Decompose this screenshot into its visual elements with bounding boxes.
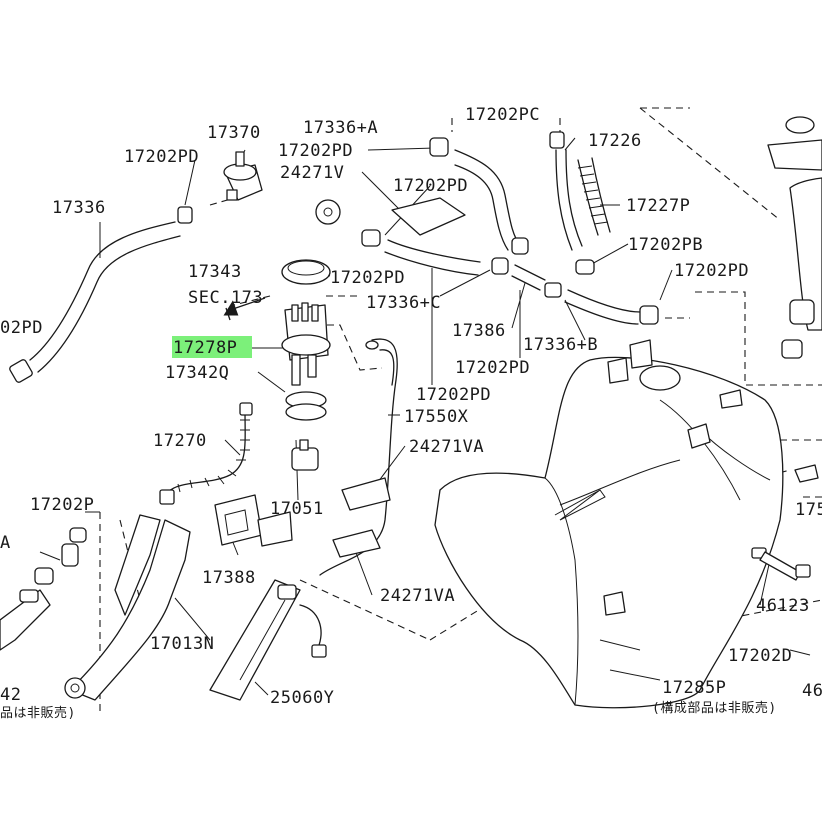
fuel-tank-17202 — [434, 339, 819, 709]
label-17202pd-5: 17202PD — [674, 261, 749, 281]
tube-17550x — [319, 338, 398, 576]
label-17343: 17343 — [188, 262, 242, 282]
label-17336: 17336 — [52, 198, 106, 218]
label-17202pd-6: 17202PD — [455, 358, 530, 378]
label-17202pd-1: 17202PD — [124, 147, 199, 167]
label-46: 46 — [802, 681, 822, 701]
label-17270: 17270 — [153, 431, 207, 451]
label-17278p: 17278P — [173, 338, 237, 358]
sec173-arrow — [223, 297, 266, 321]
label-02pd: 02PD — [0, 318, 43, 338]
note-not-sold-right: (構成部品は非販売) — [652, 700, 777, 716]
label-17202pd-3: 17202PD — [393, 176, 468, 196]
label-17388: 17388 — [202, 568, 256, 588]
label-24271va-1: 24271VA — [409, 437, 484, 457]
label-17202pc: 17202PC — [465, 105, 540, 125]
label-17386: 17386 — [452, 321, 506, 341]
label-17202pb: 17202PB — [628, 235, 703, 255]
label-17370: 17370 — [207, 123, 261, 143]
label-17202pd-2: 17202PD — [278, 141, 353, 161]
hose-17336 — [9, 206, 193, 383]
top-hoses — [315, 131, 659, 325]
label-1757: 1757 — [795, 500, 822, 520]
label-17336-b: 17336+B — [523, 335, 598, 355]
part-labels: 17370 17336+A 17202PC 17226 17202PD 1720… — [0, 105, 822, 721]
label-a: A — [0, 533, 11, 553]
label-17013n: 17013N — [150, 634, 214, 654]
label-17550x: 17550X — [404, 407, 469, 427]
lower-left-parts — [0, 494, 327, 701]
label-17202pd-7: 17202PD — [416, 385, 491, 405]
label-sec173: SEC.173 — [188, 288, 263, 308]
label-17227p: 17227P — [626, 196, 690, 216]
label-24271va-2: 24271VA — [380, 586, 455, 606]
label-17202d: 17202D — [728, 646, 792, 666]
label-25060y: 25060Y — [270, 688, 334, 708]
label-17202pd-4: 17202PD — [330, 268, 405, 288]
label-17342q: 17342Q — [165, 363, 229, 383]
fuel-pump-assembly — [159, 259, 331, 505]
label-17336-a: 17336+A — [303, 118, 378, 138]
label-17051: 17051 — [270, 499, 324, 519]
label-46123: 46123 — [756, 596, 810, 616]
label-17202p: 17202P — [30, 495, 94, 515]
label-42: 42 — [0, 685, 21, 705]
label-17336-c: 17336+C — [366, 293, 441, 313]
filler-neck — [767, 116, 822, 359]
part-highlight-17278p — [172, 336, 252, 358]
label-24271v: 24271V — [280, 163, 344, 183]
note-not-sold-left: 品は非販売) — [0, 705, 76, 721]
filter-17370 — [223, 151, 263, 201]
label-17226: 17226 — [588, 131, 642, 151]
label-17285p: 17285P — [662, 678, 726, 698]
